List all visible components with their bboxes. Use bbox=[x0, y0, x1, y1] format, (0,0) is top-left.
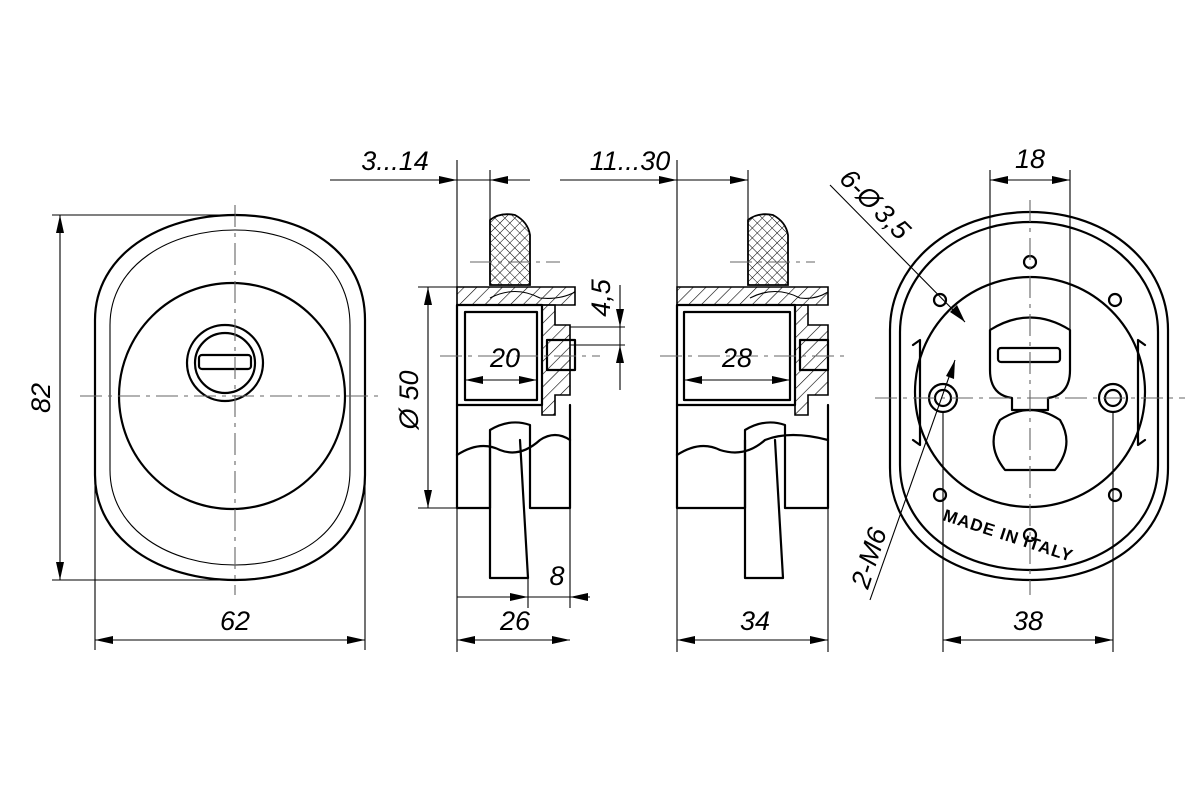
escutcheon-outer-outline bbox=[93, 213, 367, 582]
dimension-20: 20 bbox=[489, 343, 520, 373]
side-section-short: 3...14 Ø50 20 4,5 8 bbox=[330, 146, 625, 652]
dimension-38: 38 bbox=[1013, 606, 1043, 636]
dimension-8: 8 bbox=[549, 561, 564, 591]
body-top-section-2 bbox=[676, 286, 829, 306]
small-hole bbox=[1107, 292, 1123, 308]
small-hole bbox=[932, 292, 948, 308]
dimension-6-holes-d3-5: 6-Ø3,5 bbox=[834, 163, 917, 246]
dimension-28: 28 bbox=[721, 343, 752, 373]
dimension-18: 18 bbox=[1015, 144, 1045, 174]
made-in-italy-stamp: MADE IN ITALY bbox=[941, 506, 1076, 566]
side-section-long: 11...30 28 34 bbox=[560, 146, 845, 652]
dimension-4-5: 4,5 bbox=[586, 278, 616, 317]
keyhole-outline bbox=[988, 316, 1072, 412]
dimension-diameter-50: Ø50 bbox=[394, 370, 424, 430]
small-hole bbox=[932, 487, 948, 503]
dimension-82: 82 bbox=[26, 383, 56, 413]
diameter-symbol: Ø bbox=[394, 407, 424, 431]
dimension-11-30: 11...30 bbox=[590, 146, 671, 176]
rear-plate-inner bbox=[898, 220, 1160, 572]
dimension-62: 62 bbox=[220, 606, 250, 636]
body-top-section-1 bbox=[456, 286, 576, 306]
dimension-26: 26 bbox=[499, 606, 531, 636]
dimension-34: 34 bbox=[740, 606, 770, 636]
front-view: 82 62 bbox=[26, 205, 380, 650]
rim-section-1 bbox=[489, 213, 531, 286]
escutcheon-inner-outline bbox=[109, 229, 351, 566]
key-cylinder-outer bbox=[185, 323, 265, 403]
dimension-3-14: 3...14 bbox=[361, 146, 429, 176]
rim-section-2 bbox=[747, 213, 789, 286]
small-hole bbox=[1022, 527, 1038, 543]
key-cylinder-inner bbox=[193, 331, 257, 395]
key-slot bbox=[197, 353, 253, 371]
rear-plate-outer bbox=[888, 210, 1170, 582]
small-hole bbox=[1107, 487, 1123, 503]
rear-view: MADE IN ITALY 18 6-Ø3,5 2-M6 38 bbox=[829, 144, 1185, 652]
dimension-2-m6: 2-M6 bbox=[845, 523, 893, 593]
